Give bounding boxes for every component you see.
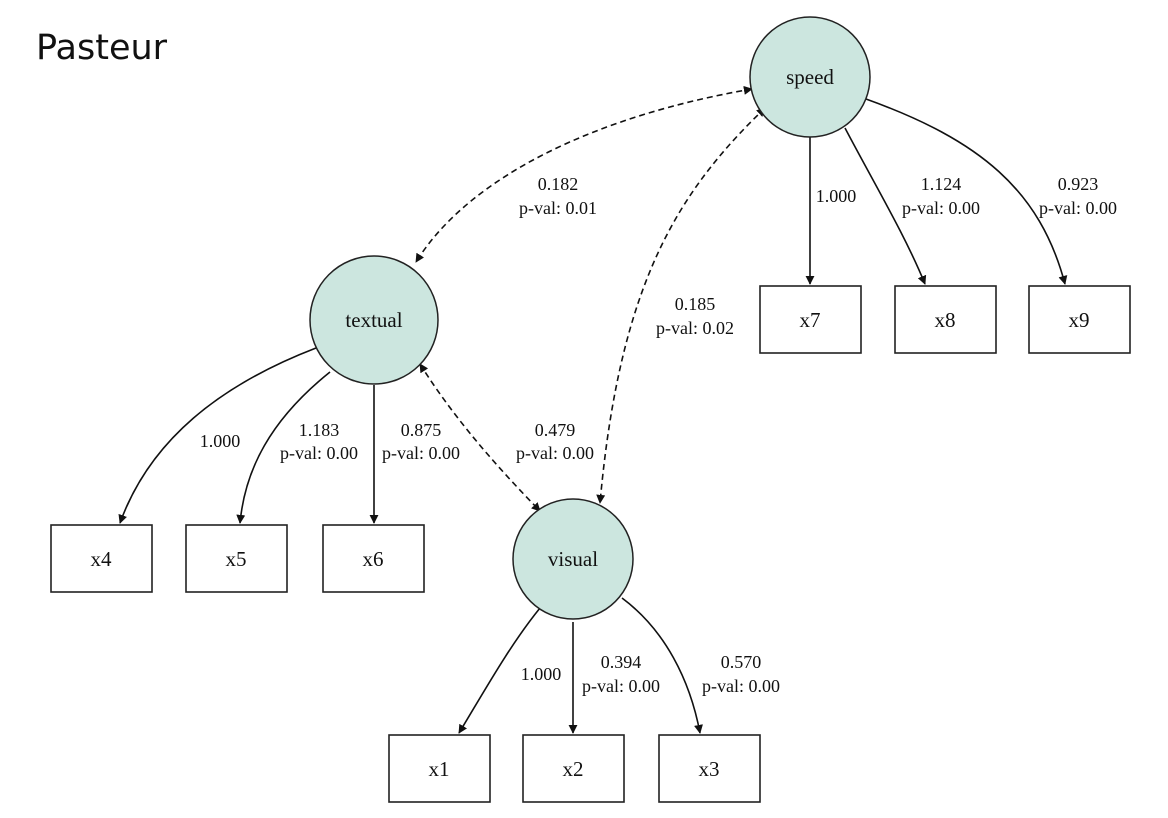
edge-pval: p-val: 0.02 bbox=[656, 318, 734, 338]
loading-speed-x9 bbox=[865, 98, 1068, 285]
latent-node-speed: speed bbox=[749, 16, 871, 138]
loading-label-speed-x8: 1.124 p-val: 0.00 bbox=[902, 174, 980, 218]
loading-label-speed-x9: 0.923 p-val: 0.00 bbox=[1039, 174, 1117, 218]
edge-estimate: 1.000 bbox=[200, 431, 241, 451]
observed-label: x2 bbox=[563, 757, 584, 781]
observed-node-x3: x3 bbox=[658, 734, 761, 803]
loading-label-textual-x4: 1.000 bbox=[200, 431, 241, 451]
latent-label: visual bbox=[548, 547, 598, 571]
covariance-speed-visual bbox=[596, 107, 766, 504]
edge-pval: p-val: 0.00 bbox=[702, 676, 780, 696]
loading-label-visual-x1: 1.000 bbox=[521, 664, 562, 684]
edge-estimate: 0.394 bbox=[601, 652, 642, 672]
edge-pval: p-val: 0.01 bbox=[519, 198, 597, 218]
edge-estimate: 0.182 bbox=[538, 174, 579, 194]
loading-visual-x1 bbox=[458, 607, 541, 734]
edge-pval: p-val: 0.00 bbox=[902, 198, 980, 218]
edge-estimate: 0.185 bbox=[675, 294, 716, 314]
latent-label: speed bbox=[786, 65, 834, 89]
edge-estimate: 1.000 bbox=[816, 186, 857, 206]
latent-circle bbox=[749, 16, 871, 138]
loading-label-textual-x5: 1.183 p-val: 0.00 bbox=[280, 420, 358, 463]
observed-node-x2: x2 bbox=[522, 734, 625, 803]
observed-node-x1: x1 bbox=[388, 734, 491, 803]
loading-label-speed-x7: 1.000 bbox=[816, 186, 857, 206]
edge-estimate: 1.124 bbox=[921, 174, 962, 194]
observed-label: x6 bbox=[363, 547, 384, 571]
loading-label-textual-x6: 0.875 p-val: 0.00 bbox=[382, 420, 460, 463]
observed-label: x3 bbox=[699, 757, 720, 781]
loading-speed-x8 bbox=[844, 127, 927, 285]
covariance-label-speed-visual: 0.185 p-val: 0.02 bbox=[656, 294, 734, 338]
loading-textual-x5 bbox=[236, 371, 331, 524]
edge-pval: p-val: 0.00 bbox=[382, 443, 460, 463]
loading-label-visual-x3: 0.570 p-val: 0.00 bbox=[702, 652, 780, 696]
observed-label: x1 bbox=[429, 757, 450, 781]
latent-label: textual bbox=[345, 308, 402, 332]
page-title: Pasteur bbox=[36, 28, 168, 68]
edge-pval: p-val: 0.00 bbox=[1039, 198, 1117, 218]
covariance-label-textual-visual: 0.479 p-val: 0.00 bbox=[516, 420, 594, 463]
loading-textual-x4 bbox=[118, 347, 317, 524]
edge-pval: p-val: 0.00 bbox=[516, 443, 594, 463]
covariance-textual-visual bbox=[419, 363, 541, 512]
observed-node-x4: x4 bbox=[50, 524, 153, 593]
edge-estimate: 1.183 bbox=[299, 420, 340, 440]
latent-circle bbox=[309, 255, 439, 385]
edge-pval: p-val: 0.00 bbox=[582, 676, 660, 696]
observed-label: x8 bbox=[935, 308, 956, 332]
edge-estimate: 0.875 bbox=[401, 420, 442, 440]
latent-node-visual: visual bbox=[512, 498, 634, 620]
observed-node-x7: x7 bbox=[759, 285, 862, 354]
edge-estimate: 0.479 bbox=[535, 420, 576, 440]
observed-node-x8: x8 bbox=[894, 285, 997, 354]
latent-node-textual: textual bbox=[309, 255, 439, 385]
edge-estimate: 1.000 bbox=[521, 664, 562, 684]
edge-estimate: 0.570 bbox=[721, 652, 762, 672]
covariance-speed-textual bbox=[415, 85, 753, 263]
edge-pval: p-val: 0.00 bbox=[280, 443, 358, 463]
observed-label: x9 bbox=[1069, 308, 1090, 332]
loading-visual-x3 bbox=[621, 597, 703, 734]
observed-label: x7 bbox=[800, 308, 821, 332]
loading-label-visual-x2: 0.394 p-val: 0.00 bbox=[582, 652, 660, 696]
observed-node-x5: x5 bbox=[185, 524, 288, 593]
edge-estimate: 0.923 bbox=[1058, 174, 1099, 194]
latent-circle bbox=[512, 498, 634, 620]
observed-node-x6: x6 bbox=[322, 524, 425, 593]
observed-label: x5 bbox=[226, 547, 247, 571]
observed-label: x4 bbox=[91, 547, 113, 571]
covariance-label-speed-textual: 0.182 p-val: 0.01 bbox=[519, 174, 597, 218]
observed-node-x9: x9 bbox=[1028, 285, 1131, 354]
